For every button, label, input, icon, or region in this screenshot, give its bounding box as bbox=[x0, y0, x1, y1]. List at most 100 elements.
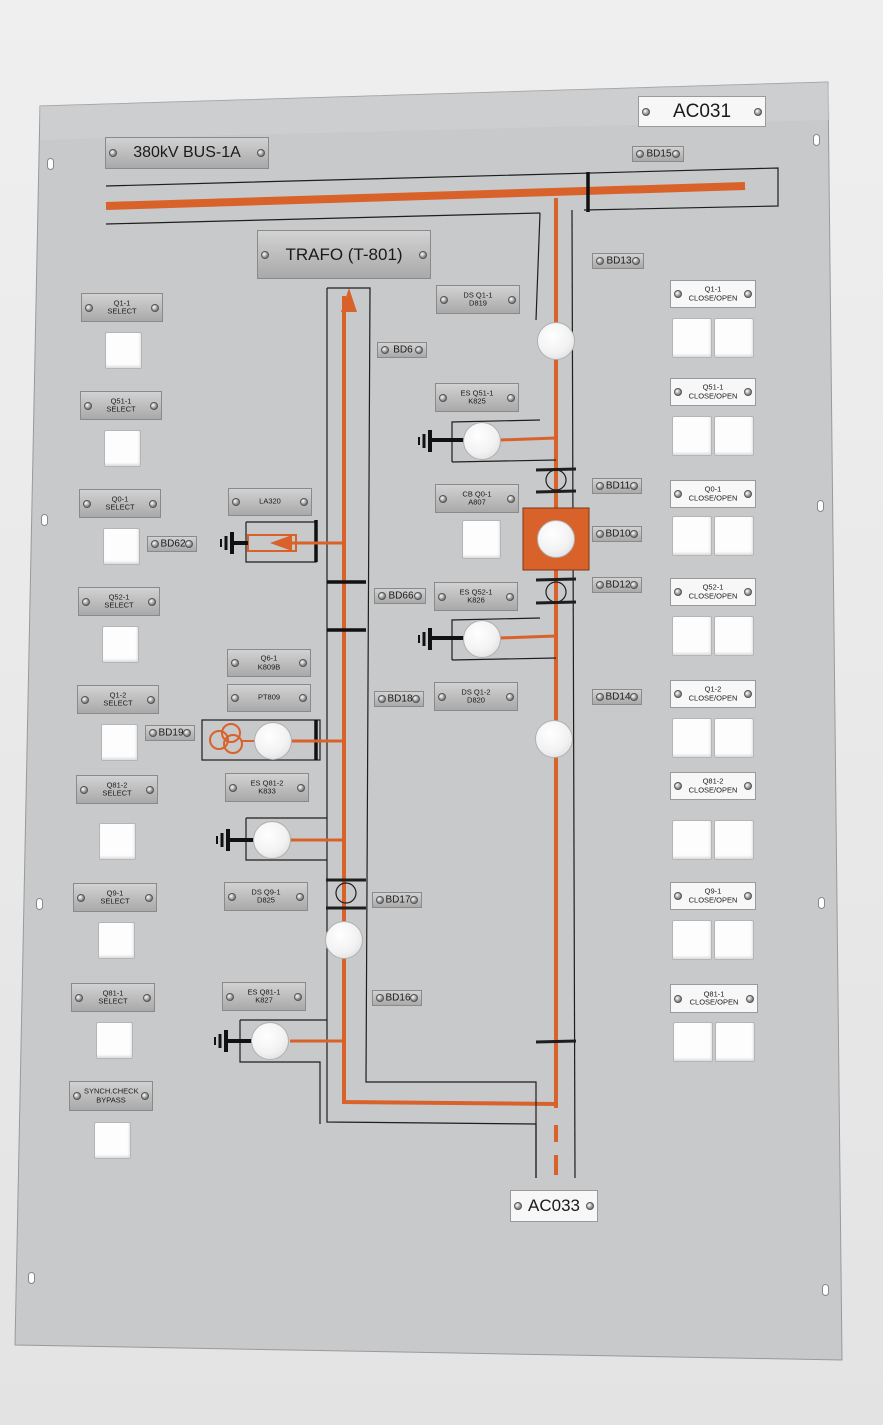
switch-indicator-es-q52-1[interactable] bbox=[463, 620, 501, 658]
device-plate-pt809: PT809 bbox=[227, 684, 311, 712]
screw-icon bbox=[151, 303, 159, 312]
select-button-q81-2[interactable] bbox=[99, 823, 136, 860]
close-button[interactable] bbox=[673, 1022, 713, 1062]
open-button[interactable] bbox=[714, 516, 754, 556]
screw-icon bbox=[744, 892, 752, 900]
switch-indicator-q6-1[interactable] bbox=[254, 722, 292, 760]
screw-icon bbox=[746, 994, 754, 1003]
screw-icon bbox=[630, 530, 638, 538]
bd-tag: BD16 bbox=[372, 990, 422, 1006]
screw-icon bbox=[261, 250, 269, 259]
close-button[interactable] bbox=[672, 920, 712, 960]
screw-icon bbox=[299, 694, 307, 702]
bd-tag: BD19 bbox=[145, 725, 195, 741]
switch-indicator-cb-q0-1[interactable] bbox=[537, 520, 575, 558]
screw-icon bbox=[183, 729, 191, 737]
screw-icon bbox=[674, 490, 682, 498]
screw-icon bbox=[636, 150, 644, 158]
open-button[interactable] bbox=[714, 820, 754, 860]
close-open-buttons-q81-1 bbox=[673, 1022, 757, 1062]
mounting-hole bbox=[36, 898, 43, 910]
open-button[interactable] bbox=[714, 920, 754, 960]
screw-icon bbox=[232, 498, 240, 506]
screw-icon bbox=[148, 597, 156, 606]
screw-icon bbox=[674, 290, 682, 298]
switch-indicator-ds-q1-2[interactable] bbox=[535, 720, 573, 758]
bd-tag: BD62 bbox=[147, 536, 197, 552]
close-button[interactable] bbox=[672, 820, 712, 860]
screw-icon bbox=[507, 393, 515, 402]
close-open-buttons-q81-2 bbox=[672, 820, 756, 860]
panel-code-top: AC031 bbox=[638, 96, 766, 127]
synch-check-bypass-button[interactable] bbox=[94, 1122, 131, 1159]
open-button[interactable] bbox=[714, 416, 754, 456]
screw-icon bbox=[147, 695, 155, 704]
open-button[interactable] bbox=[714, 616, 754, 656]
screw-icon bbox=[80, 785, 88, 794]
screw-icon bbox=[226, 992, 234, 1001]
open-button[interactable] bbox=[714, 718, 754, 758]
select-button-q0-1[interactable] bbox=[103, 528, 140, 565]
mounting-hole bbox=[818, 897, 825, 909]
screw-icon bbox=[231, 694, 239, 702]
close-open-buttons-q52-1 bbox=[672, 616, 756, 656]
select-button-q81-1[interactable] bbox=[96, 1022, 133, 1059]
select-button-q1-2[interactable] bbox=[101, 724, 138, 761]
switch-indicator-es-q81-2[interactable] bbox=[253, 821, 291, 859]
screw-icon bbox=[185, 540, 193, 548]
select-button-q1-1[interactable] bbox=[105, 332, 142, 369]
screw-icon bbox=[296, 892, 304, 901]
screw-icon bbox=[150, 401, 158, 410]
screw-icon bbox=[82, 597, 90, 606]
es-q51-1-branch bbox=[418, 419, 557, 463]
current-transformer-q9-1 bbox=[326, 878, 366, 910]
close-button[interactable] bbox=[672, 616, 712, 656]
screw-icon bbox=[630, 693, 638, 701]
close-open-buttons-q1-1 bbox=[672, 318, 756, 358]
screw-icon bbox=[149, 729, 157, 737]
close-open-buttons-q51-1 bbox=[672, 416, 756, 456]
close-button[interactable] bbox=[672, 318, 712, 358]
bd-tag: BD6 bbox=[377, 342, 427, 358]
select-button-q9-1[interactable] bbox=[98, 922, 135, 959]
screw-icon bbox=[744, 588, 752, 596]
switch-indicator-ds-q9-1[interactable] bbox=[325, 921, 363, 959]
select-button-q51-1[interactable] bbox=[104, 430, 141, 467]
open-button[interactable] bbox=[715, 1022, 755, 1062]
close-button[interactable] bbox=[672, 516, 712, 556]
screw-icon bbox=[438, 692, 446, 701]
mounting-hole bbox=[41, 514, 48, 526]
cb-q0-1-button[interactable] bbox=[462, 520, 501, 559]
es-q81-2-branch bbox=[216, 817, 344, 861]
bd-tag: BD18 bbox=[374, 691, 424, 707]
screw-icon bbox=[672, 150, 680, 158]
switch-indicator-es-q81-1[interactable] bbox=[251, 1022, 289, 1060]
screw-icon bbox=[297, 783, 305, 792]
current-transformers-q0-1 bbox=[535, 467, 577, 1044]
switch-indicator-es-q51-1[interactable] bbox=[463, 422, 501, 460]
close-button[interactable] bbox=[672, 416, 712, 456]
screw-icon bbox=[378, 695, 386, 703]
screw-icon bbox=[440, 295, 448, 304]
bd-tag: BD11 bbox=[592, 478, 642, 494]
close-button[interactable] bbox=[672, 718, 712, 758]
screw-icon bbox=[506, 692, 514, 701]
open-button[interactable] bbox=[714, 318, 754, 358]
mounting-hole bbox=[47, 158, 54, 170]
switch-indicator-ds-q1-1[interactable] bbox=[537, 322, 575, 360]
screw-icon bbox=[744, 782, 752, 790]
screw-icon bbox=[438, 592, 446, 601]
select-button-q52-1[interactable] bbox=[102, 626, 139, 663]
screw-icon bbox=[596, 530, 604, 538]
